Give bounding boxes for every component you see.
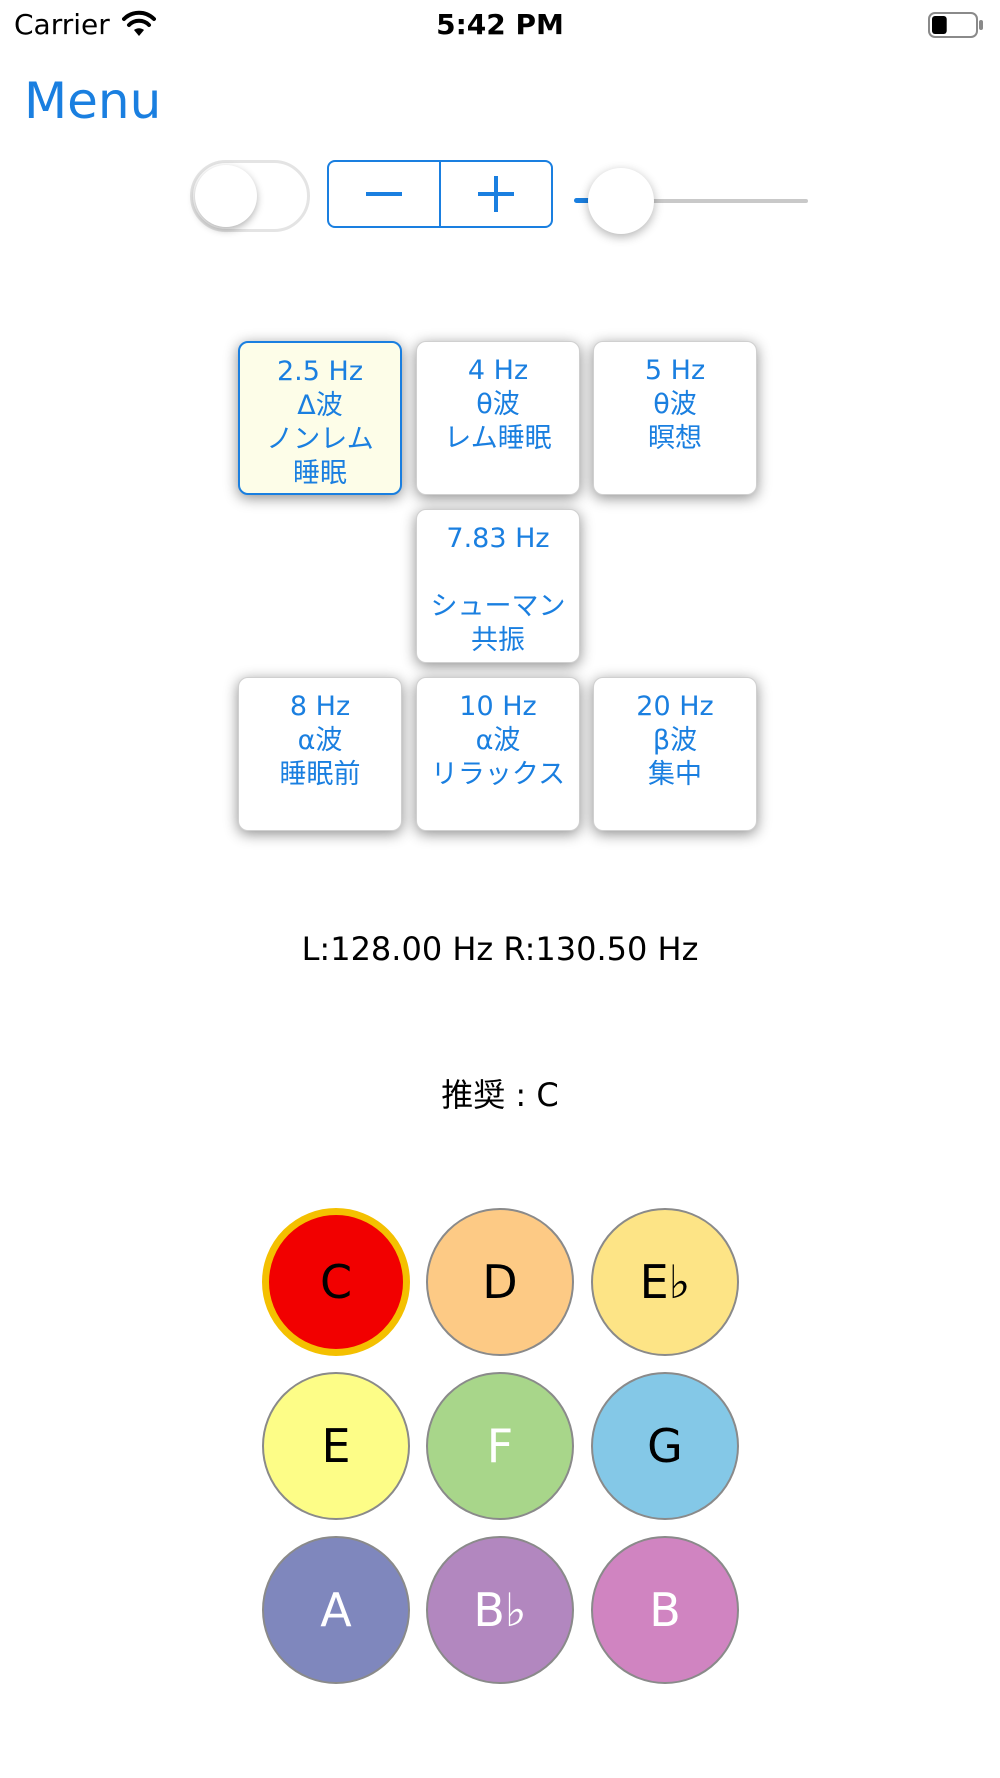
freq-line: 7.83 Hz — [446, 523, 550, 554]
freq-line: リラックス — [430, 759, 566, 790]
note-button-e[interactable]: E — [262, 1372, 410, 1520]
freq-line: 2.5 Hz — [277, 356, 363, 387]
freq-button-20hz[interactable]: 20 Hz β波 集中 — [593, 677, 757, 831]
status-bar: Carrier 5:42 PM — [0, 0, 1000, 50]
note-label: E — [321, 1419, 351, 1473]
note-button-e-flat[interactable]: E♭ — [591, 1208, 739, 1356]
freq-line: 睡眠 — [293, 458, 347, 489]
freq-line: 5 Hz — [644, 355, 706, 386]
note-label: E♭ — [639, 1255, 691, 1309]
freq-line: β波 — [652, 725, 698, 756]
note-label: F — [486, 1419, 514, 1473]
freq-button-5hz[interactable]: 5 Hz θ波 瞑想 — [593, 341, 757, 495]
frequency-readout: L:128.00 Hz R:130.50 Hz — [301, 930, 699, 968]
note-button-g[interactable]: G — [591, 1372, 739, 1520]
frequency-stepper — [327, 160, 553, 228]
freq-line: ノンレム — [266, 424, 374, 455]
freq-line: 10 Hz — [459, 691, 537, 722]
stepper-decrement-button[interactable] — [329, 162, 441, 226]
freq-line: α波 — [297, 725, 343, 756]
note-button-a[interactable]: A — [262, 1536, 410, 1684]
note-button-c[interactable]: C — [262, 1208, 410, 1356]
carrier-label: Carrier — [14, 8, 110, 41]
minus-icon — [366, 192, 402, 196]
status-time: 5:42 PM — [436, 8, 564, 41]
toggle-switch[interactable] — [190, 160, 310, 232]
freq-line: Δ波 — [297, 390, 343, 421]
battery-icon — [928, 12, 983, 38]
note-label: B♭ — [473, 1583, 527, 1637]
freq-line: 瞑想 — [648, 423, 702, 454]
freq-line: 20 Hz — [636, 691, 714, 722]
note-button-f[interactable]: F — [426, 1372, 574, 1520]
note-label: B — [649, 1583, 681, 1637]
freq-line: α波 — [475, 725, 521, 756]
freq-line: 共振 — [471, 625, 525, 656]
freq-button-8hz[interactable]: 8 Hz α波 睡眠前 — [238, 677, 402, 831]
note-button-b[interactable]: B — [591, 1536, 739, 1684]
note-label: D — [482, 1255, 518, 1309]
freq-button-2.5hz[interactable]: 2.5 Hz Δ波 ノンレム 睡眠 — [238, 341, 402, 495]
freq-line: 集中 — [648, 759, 702, 790]
wifi-icon — [122, 10, 156, 36]
freq-line: 睡眠前 — [279, 759, 361, 790]
toggle-knob — [195, 165, 257, 227]
note-label: C — [319, 1255, 353, 1309]
freq-line: 8 Hz — [289, 691, 351, 722]
volume-slider[interactable] — [574, 164, 808, 234]
freq-line: θ波 — [476, 389, 520, 420]
note-button-b-flat[interactable]: B♭ — [426, 1536, 574, 1684]
note-label: G — [647, 1419, 683, 1473]
slider-track-empty — [620, 199, 808, 203]
plus-icon — [478, 176, 514, 212]
freq-line: シューマン — [430, 591, 566, 622]
freq-button-7.83hz[interactable]: 7.83 Hz シューマン 共振 — [416, 509, 580, 663]
note-label: A — [320, 1583, 352, 1637]
recommended-note: 推奨 : C — [441, 1076, 559, 1114]
menu-button[interactable]: Menu — [24, 72, 162, 130]
note-button-d[interactable]: D — [426, 1208, 574, 1356]
stepper-increment-button[interactable] — [441, 162, 551, 226]
freq-button-4hz[interactable]: 4 Hz θ波 レム睡眠 — [416, 341, 580, 495]
freq-line: 4 Hz — [467, 355, 529, 386]
freq-button-10hz[interactable]: 10 Hz α波 リラックス — [416, 677, 580, 831]
freq-line: レム睡眠 — [444, 423, 552, 454]
slider-thumb[interactable] — [587, 168, 654, 234]
freq-line: θ波 — [653, 389, 697, 420]
